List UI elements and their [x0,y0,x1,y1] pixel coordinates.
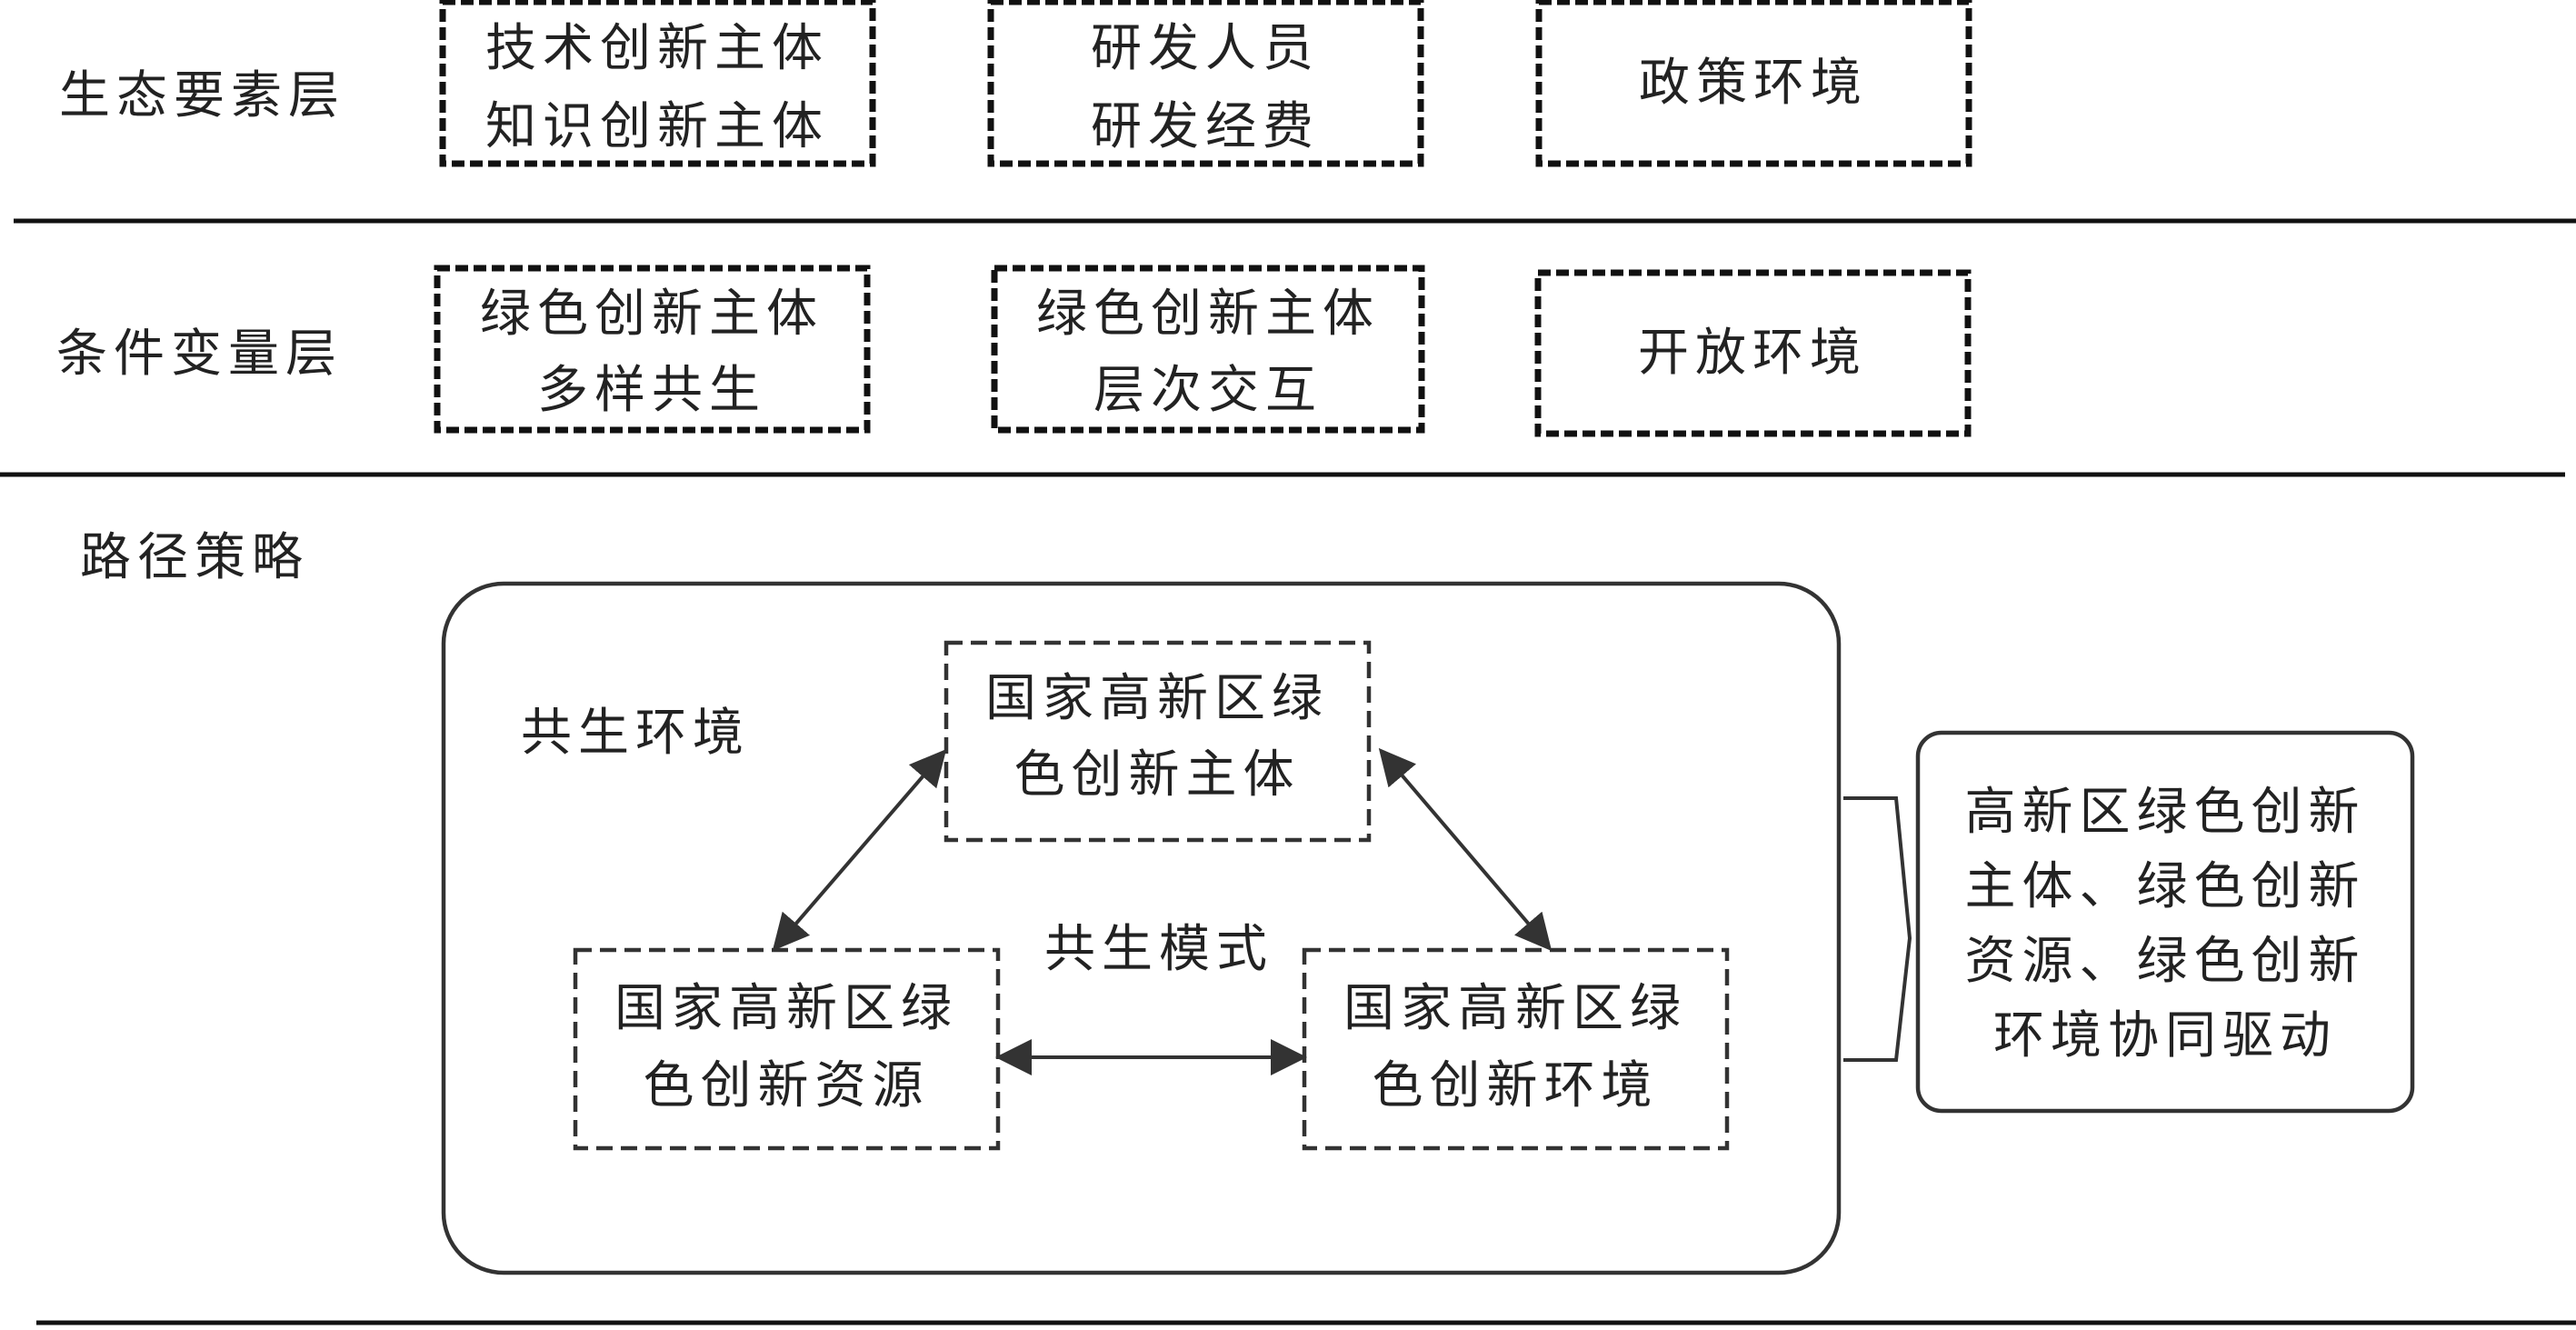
symbiosis-mode-label: 共生模式 [1044,920,1273,979]
factor-box-policy-environment [1535,0,1972,167]
factor-box-text: 绿色创新主体 [480,285,824,344]
innovation-environment-text: 国家高新区绿 [1343,979,1687,1038]
condition-layer-label: 条件变量层 [56,325,343,384]
factor-box-text: 开放环境 [1638,324,1867,383]
innovation-subject-text: 国家高新区绿 [985,669,1329,728]
innovation-subject-node [944,640,1372,843]
innovation-resource-text: 色创新资源 [644,1056,930,1115]
outcome-text: 高新区绿色创新 [1965,783,2366,842]
symbiosis-environment-label: 共生环境 [521,704,750,763]
innovation-resource-text: 国家高新区绿 [614,979,958,1038]
factor-box-text: 研发经费 [1091,97,1320,156]
path-strategy-label: 路径策略 [80,528,309,587]
factor-box-text: 层次交互 [1093,361,1323,420]
outcome-text: 环境协同驱动 [1993,1006,2337,1065]
factor-box-text: 技术创新主体 [485,19,829,78]
subject-environment-arrow [1378,747,1553,952]
factor-box-level-interaction [991,265,1425,434]
outcome-bracket-arrow [1843,796,1912,1062]
factor-box-text: 政策环境 [1639,54,1868,113]
factor-box-text: 多样共生 [537,361,766,420]
factor-box-text: 研发人员 [1091,19,1320,78]
factor-box-text: 知识创新主体 [485,97,829,156]
subject-resource-arrow [772,748,947,952]
factor-box-innovation-subjects [439,0,876,167]
outcome-text: 资源、绿色创新 [1965,932,2366,991]
innovation-environment-text: 色创新环境 [1373,1056,1659,1115]
outcome-box [1915,730,2415,1114]
outcome-text: 主体、绿色创新 [1965,857,2366,916]
innovation-subject-text: 色创新主体 [1014,745,1301,805]
factor-box-diverse-symbiosis [434,265,871,434]
factor-box-open-environment [1534,269,1972,437]
ecology-layer-label: 生态要素层 [59,66,345,125]
factor-box-text: 绿色创新主体 [1036,285,1380,344]
factor-box-rd-inputs [987,0,1424,167]
